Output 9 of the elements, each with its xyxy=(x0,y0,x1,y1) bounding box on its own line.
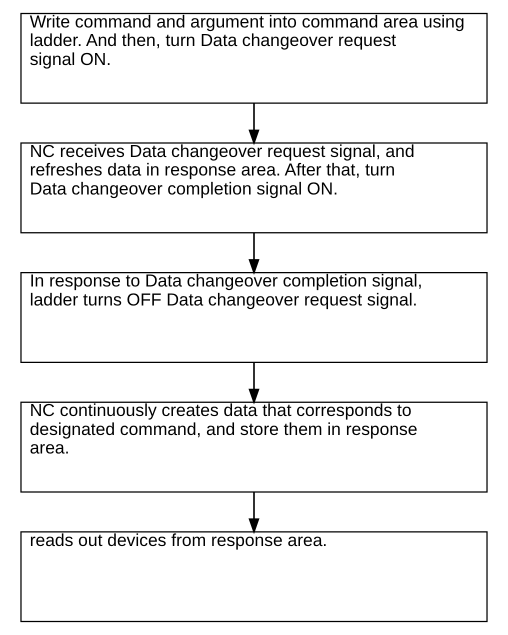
node-box: NC receives Data changeover request signal, and refreshes data in response area. After that, turn Data changeover completion signal ON. xyxy=(20,142,488,234)
node-box: In response to Data changeover completion signal, ladder turns OFF Data changeover request signal. xyxy=(20,272,488,363)
arrow xyxy=(248,362,260,404)
node-box: Write command and argument into command area using ladder. And then, turn Data changeover request signal ON. xyxy=(20,12,488,104)
node-box: NC continuously creates data that corresponds to designated command, and store them in response area. xyxy=(20,402,488,493)
arrow xyxy=(248,232,260,275)
node-box: reads out devices from response area. xyxy=(20,531,488,622)
arrow xyxy=(248,492,260,534)
arrow xyxy=(248,103,260,146)
